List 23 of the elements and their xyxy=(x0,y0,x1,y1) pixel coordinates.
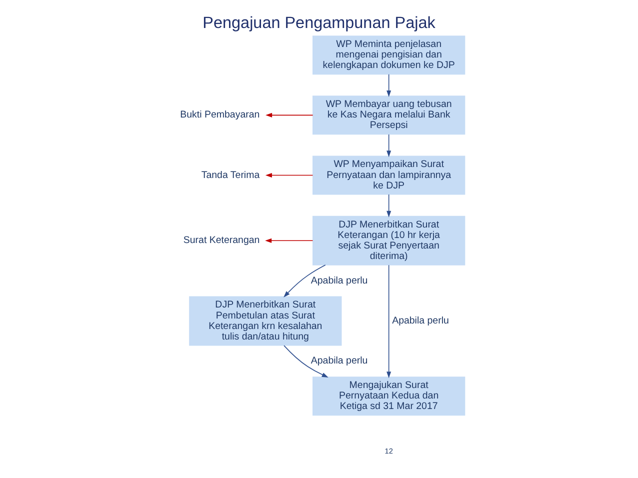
label: 12 xyxy=(384,446,393,456)
node-box: DJP Menerbitkan Surat Keterangan (10 hr kerja sejak Surat Penyertaan diterima) xyxy=(312,216,466,266)
arrow xyxy=(284,345,328,378)
edge-label: Apabila perlu xyxy=(392,316,449,327)
node-box: WP Meminta penjelasan mengenai pengisian dan kelengkapan dokumen ke DJP xyxy=(312,36,466,75)
node-text: Tanda Terima xyxy=(201,170,260,181)
edge-label: Apabila perlu xyxy=(310,356,368,367)
arrow xyxy=(265,238,314,243)
arrow xyxy=(284,264,326,298)
node-box: WP Menyampaikan Surat Pernyataan dan lampirannya ke DJP xyxy=(312,156,466,195)
node-box: WP Membayar uang tebusan ke Kas Negara melalui Bank Persepsi xyxy=(312,96,466,135)
arrow xyxy=(386,264,392,378)
node-text: Bukti Pembayaran xyxy=(180,110,260,121)
node-box: Mengajukan Surat Pernyataan Kedua dan Ketiga sd 31 Mar 2017 xyxy=(312,376,466,416)
diagram-title: Pengajuan Pengampunan Pajak xyxy=(202,14,436,32)
arrow xyxy=(386,194,392,218)
arrow xyxy=(266,112,314,118)
edge-label: Apabila perlu xyxy=(310,275,368,286)
node-text: Surat Keterangan xyxy=(183,235,260,246)
arrow xyxy=(386,134,392,158)
node-box: DJP Menerbitkan Surat Pembetulan atas Surat Keterangan krn kesalahan tulis dan/atau hitung xyxy=(189,296,342,346)
arrow xyxy=(265,172,314,178)
arrow xyxy=(386,74,392,97)
